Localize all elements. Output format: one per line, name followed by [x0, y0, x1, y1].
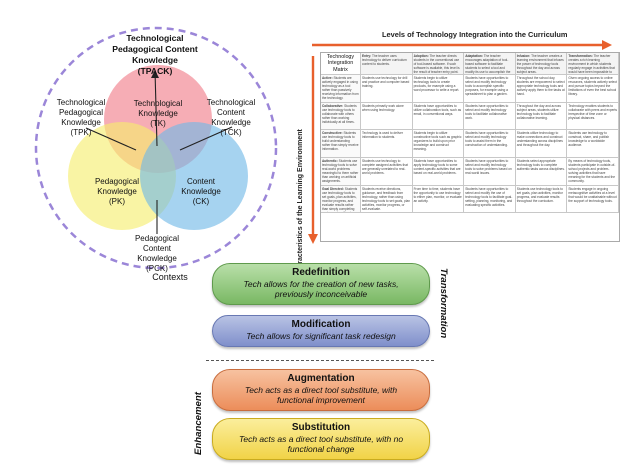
modification-box: Modification Tech allows for significant…	[212, 315, 430, 347]
row-header-authentic: Authentic: Students use technology tools…	[321, 157, 361, 186]
tk-line-1: Technological	[133, 99, 183, 108]
tck-pointer-line	[179, 126, 233, 151]
matrix-cell: Students primarily work alone when using…	[361, 102, 413, 131]
tck-line-3: Knowledge	[211, 118, 251, 127]
matrix-cell: Students use technology for drill and pr…	[361, 75, 413, 103]
pck-line-2: Content	[142, 244, 172, 253]
matrix-cell: Students use technology to construct, sh…	[567, 130, 619, 158]
ck-circle	[140, 122, 248, 230]
matrix-cell: Students utilize technology to make conn…	[515, 130, 568, 158]
tpk-line-3: Knowledge	[61, 118, 101, 127]
pk-line-2: Knowledge	[97, 187, 137, 196]
pck-line-3: Knowledge	[137, 254, 177, 263]
pck-line-4: (PCK)	[146, 264, 168, 273]
tpack-line-2: Pedagogical Content	[112, 44, 198, 54]
matrix-cell: Throughout the school day, students are …	[515, 75, 568, 103]
tpack-diagram: Technological Pedagogical Content Knowle…	[0, 0, 320, 290]
substitution-title: Substitution	[291, 422, 351, 433]
modification-desc-line-1: Tech allows for significant task redesig…	[246, 331, 396, 341]
column-header-transformation: Transformation: The teacher creates a ri…	[567, 53, 619, 75]
samr-divider	[206, 360, 434, 361]
row-header-constructive: Constructive: Students use technology to…	[321, 130, 361, 158]
transformation-label: Transformation	[438, 268, 449, 339]
tck-line-1: Technological	[206, 98, 256, 107]
column-header-infusion: Infusion: The teacher creates a learning…	[515, 53, 568, 75]
matrix-cell: Students have opportunities to utilize c…	[412, 102, 465, 131]
matrix-cell: Students have opportunities to select an…	[464, 102, 516, 131]
matrix-cell: Throughout the day and across subject ar…	[515, 102, 568, 131]
modification-title: Modification	[291, 319, 351, 330]
pck-line-1: Pedagogical	[134, 234, 180, 243]
contexts-label: Contexts	[152, 272, 188, 282]
redefinition-desc-line-1: Tech allows for the creation of new task…	[243, 279, 399, 289]
matrix-cell: From time to time, students have the opp…	[412, 185, 465, 214]
matrix-title: Levels of Technology Integration into th…	[382, 30, 568, 39]
matrix-cell: Students receive directions, guidance, a…	[361, 185, 413, 214]
matrix-corner: Technology Integration Matrix	[321, 53, 361, 75]
matrix-cell: Students have opportunities to select an…	[464, 75, 516, 103]
enhancement-label: Enhancement	[193, 392, 204, 455]
substitution-desc-line-1: Tech acts as a direct tool substitute, w…	[238, 434, 404, 444]
ck-label: Content Knowledge (CK)	[166, 177, 236, 207]
matrix-cell: Technology enables students to collabora…	[567, 102, 619, 131]
tck-line-2: Content	[216, 108, 246, 117]
tpk-line-1: Technological	[56, 98, 106, 107]
augmentation-title: Augmentation	[287, 373, 355, 384]
matrix-cell: By means of technology tools, students p…	[567, 157, 619, 186]
column-header-adaptation: Adaptation: The teacher encourages adapt…	[464, 53, 516, 75]
augmentation-box: Augmentation Tech acts as a direct tool …	[212, 369, 430, 411]
tpack-line-1: Technological	[126, 33, 184, 43]
matrix-cell: Students begin to utilize technology too…	[412, 75, 465, 103]
contexts-ring	[34, 26, 278, 270]
tpk-label: Technological Pedagogical Knowledge (TPK…	[46, 98, 116, 138]
tk-label: Technological Knowledge (TK)	[123, 99, 193, 129]
tpack-pointer-line	[154, 69, 158, 147]
row-header-active: Active: Students are actively engaged in…	[321, 75, 361, 103]
matrix-cell: Students have opportunities to apply tec…	[412, 157, 465, 186]
redefinition-box: Redefinition Tech allows for the creatio…	[212, 263, 430, 305]
column-header-adoption: Adoption: The teacher directs students i…	[412, 53, 465, 75]
row-header-goal-directed: Goal Directed: Students use technology t…	[321, 185, 361, 214]
tck-label: Technological Content Knowledge (TCK)	[196, 98, 266, 138]
tpack-line-4: (TPACK)	[137, 66, 173, 76]
tpack-label: Technological Pedagogical Content Knowle…	[100, 33, 210, 77]
matrix-cell: Technology is used to deliver informatio…	[361, 130, 413, 158]
matrix-cell: Given ongoing access to online resources…	[567, 75, 619, 103]
ck-line-3: (CK)	[192, 197, 210, 206]
augmentation-desc-line-2: functional improvement	[277, 395, 365, 405]
tk-line-2: Knowledge	[138, 109, 178, 118]
redefinition-title: Redefinition	[292, 267, 350, 278]
matrix-cell: Students select appropriate technology t…	[515, 157, 568, 186]
matrix-cell: Students have opportunities to select an…	[464, 130, 516, 158]
pk-line-1: Pedagogical	[94, 177, 140, 186]
characteristics-label: Characteristics of the Learning Environm…	[297, 129, 304, 277]
technology-integration-matrix: Technology Integration Matrix Entry: The…	[320, 52, 620, 242]
row-header-collaborative: Collaborative: Students use technology t…	[321, 102, 361, 131]
tk-line-3: (TK)	[150, 119, 166, 128]
augmentation-desc-line-1: Tech acts as a direct tool substitute, w…	[244, 385, 398, 395]
tpk-line-2: Pedagogical	[58, 108, 104, 117]
pck-label: Pedagogical Content Knowledge (PCK)	[122, 234, 192, 274]
matrix-cell: Students have opportunities to select an…	[464, 185, 516, 214]
tpk-line-4: (TPK)	[70, 128, 92, 137]
ck-line-2: Knowledge	[181, 187, 221, 196]
ck-line-1: Content	[186, 177, 216, 186]
matrix-cell: Students use technology to complete assi…	[361, 157, 413, 186]
tpack-line-3: Knowledge	[132, 55, 178, 65]
substitution-desc-line-2: functional change	[287, 444, 355, 454]
pk-label: Pedagogical Knowledge (PK)	[82, 177, 152, 207]
matrix-cell: Students use technology tools to set goa…	[515, 185, 568, 214]
redefinition-desc-line-2: previously inconceivable	[274, 289, 368, 299]
matrix-cell: Students begin to utilize constructive t…	[412, 130, 465, 158]
substitution-box: Substitution Tech acts as a direct tool …	[212, 418, 430, 460]
column-header-entry: Entry: The teacher uses technology to de…	[361, 53, 413, 75]
tck-line-4: (TCK)	[220, 128, 242, 137]
tpk-pointer-line	[85, 127, 137, 151]
matrix-cell: Students engage in ongoing metacognitive…	[567, 185, 619, 214]
pk-line-3: (PK)	[109, 197, 125, 206]
matrix-cell: Students have opportunities to select an…	[464, 157, 516, 186]
tpack-venn	[34, 26, 278, 270]
levels-arrow-head	[602, 40, 612, 50]
